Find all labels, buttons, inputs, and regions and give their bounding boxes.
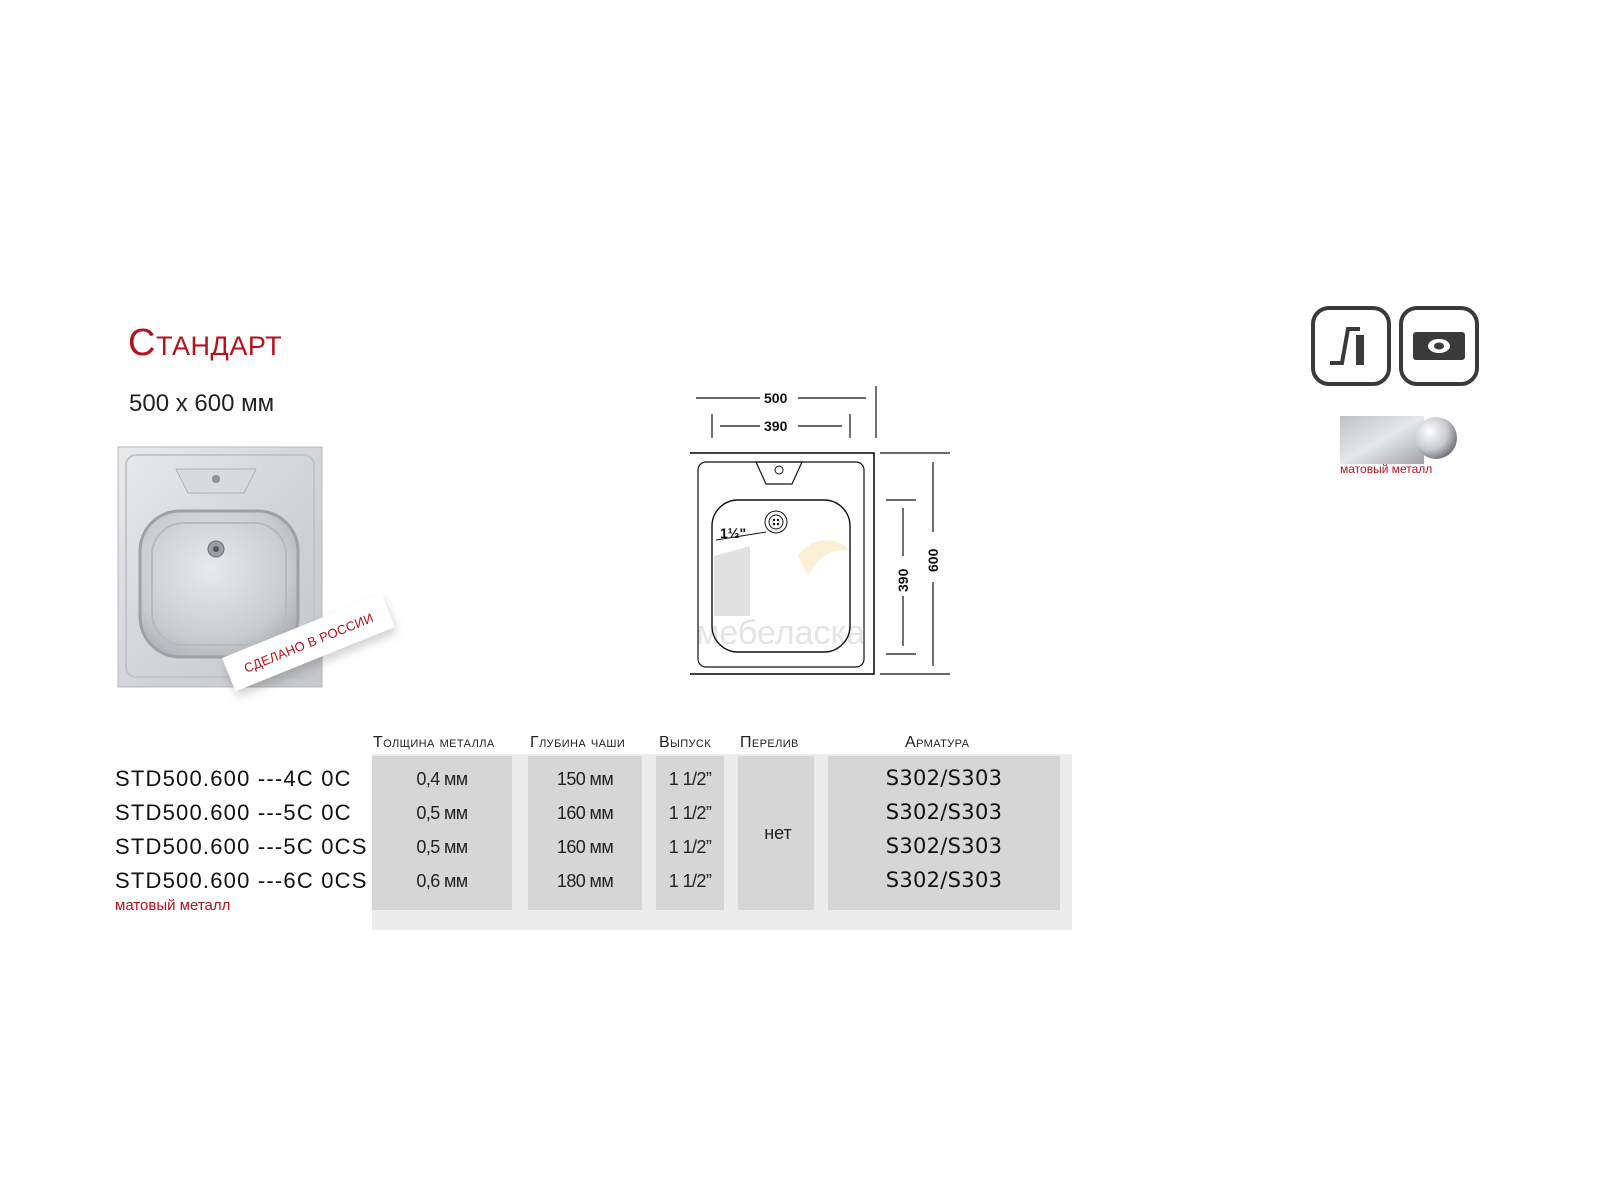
product-title: Стандарт	[128, 322, 283, 364]
dim-outer-width: 500	[764, 390, 788, 406]
dim-bowl-width: 390	[764, 418, 788, 434]
model-code: STD500.600 ---6С 0CS	[115, 868, 368, 893]
model-code: STD500.600 ---4С 0С	[115, 766, 352, 791]
header-thickness: Толщина металла	[373, 734, 495, 751]
cell-fitting: S302/S303	[885, 800, 1003, 824]
header-overflow: Перелив	[740, 734, 799, 751]
cell-fitting: S302/S303	[885, 766, 1003, 790]
finish-note: матовый металл	[115, 897, 231, 914]
header-outlet: Выпуск	[659, 734, 712, 751]
col-outlet-bg	[656, 756, 724, 910]
col-fitting-bg	[828, 756, 1060, 910]
product-size: 500 х 600 мм	[129, 390, 275, 417]
finish-label: матовый металл	[1340, 462, 1433, 476]
col-overflow-bg	[738, 756, 814, 910]
cell-overflow: нет	[764, 823, 792, 843]
header-depth: Глубина чаши	[530, 734, 626, 751]
col-thickness-bg	[372, 756, 512, 910]
cell-depth: 150 мм	[556, 769, 614, 789]
cell-thickness: 0,4 мм	[416, 769, 468, 789]
cell-outlet: 1 1/2”	[668, 871, 712, 891]
bowl-icon	[1399, 306, 1479, 386]
watermark-text: мебеласка	[696, 614, 865, 652]
dim-drain: 1½"	[720, 525, 746, 541]
cell-fitting: S302/S303	[885, 834, 1003, 858]
col-depth-bg	[528, 756, 642, 910]
cell-thickness: 0,6 мм	[416, 871, 468, 891]
header-fitting: Арматура	[905, 734, 970, 751]
dim-bowl-length: 390	[895, 568, 911, 592]
cell-thickness: 0,5 мм	[416, 803, 468, 823]
cell-outlet: 1 1/2”	[668, 803, 712, 823]
cell-outlet: 1 1/2”	[668, 837, 712, 857]
cell-thickness: 0,5 мм	[416, 837, 468, 857]
model-code: STD500.600 ---5С 0CS	[115, 834, 368, 859]
cell-outlet: 1 1/2”	[668, 769, 712, 789]
sink-photo	[116, 445, 324, 689]
finish-swatch	[1340, 416, 1460, 464]
dim-outer-length: 600	[925, 548, 941, 572]
model-code: STD500.600 ---5С 0С	[115, 800, 352, 825]
cell-fitting: S302/S303	[885, 868, 1003, 892]
cell-depth: 160 мм	[556, 837, 614, 857]
sink-drawing: мебеласка 500 390 1½" 39	[685, 386, 980, 696]
cell-depth: 160 мм	[556, 803, 614, 823]
faucet-hole-icon	[1311, 306, 1391, 386]
watermark-logo: мебеласка	[696, 540, 865, 652]
cell-depth: 180 мм	[556, 871, 614, 891]
